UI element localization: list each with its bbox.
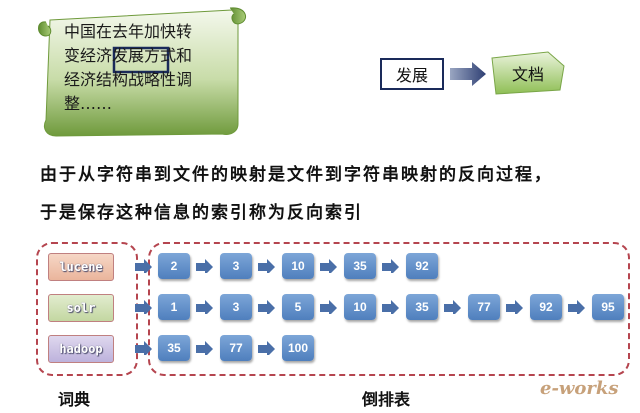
posting-arrow-icon xyxy=(196,341,213,355)
posting-doc-id: 35 xyxy=(406,294,438,320)
posting-arrow-icon xyxy=(196,300,213,314)
posting-doc-id: 3 xyxy=(220,294,252,320)
posting-doc-id: 5 xyxy=(282,294,314,320)
statement-line-2: 于是保存这种信息的索引称为反向索引 xyxy=(40,203,363,223)
posting-doc-id: 10 xyxy=(282,253,314,279)
posting-arrow-icon xyxy=(506,300,523,314)
posting-arrow-icon xyxy=(320,259,337,273)
term-solr: solr xyxy=(48,294,114,322)
term-arrow-icon xyxy=(135,300,152,314)
posting-doc-id: 35 xyxy=(158,335,190,361)
posting-arrow-icon xyxy=(382,300,399,314)
term-lucene: lucene xyxy=(48,253,114,281)
posting-arrow-icon xyxy=(320,300,337,314)
posting-doc-id: 3 xyxy=(220,253,252,279)
posting-doc-id: 35 xyxy=(344,253,376,279)
document-label: 文档 xyxy=(511,65,544,84)
posting-doc-id: 92 xyxy=(406,253,438,279)
posting-doc-id: 77 xyxy=(468,294,500,320)
posting-doc-id: 1 xyxy=(158,294,190,320)
posting-arrow-icon xyxy=(196,259,213,273)
scroll-text-line-2: 变经济发展方式和 xyxy=(64,46,193,65)
posting-arrow-icon xyxy=(258,300,275,314)
dictionary-label: 词典 xyxy=(58,390,91,409)
document-box-wendang xyxy=(491,51,565,95)
posting-doc-id: 92 xyxy=(530,294,562,320)
scroll-text-line-4: 整…… xyxy=(64,94,113,113)
flow-arrow-icon xyxy=(450,62,486,86)
posting-doc-id: 100 xyxy=(282,335,314,361)
posting-doc-id: 95 xyxy=(592,294,624,320)
watermark-text: e-works xyxy=(540,378,619,399)
posting-doc-id: 77 xyxy=(220,335,252,361)
posting-arrow-icon xyxy=(258,259,275,273)
scroll-graphic xyxy=(38,7,246,137)
watermark-logo: e-works xyxy=(540,378,619,399)
term-box-fazhan: 发展 xyxy=(380,58,444,90)
term-arrow-icon xyxy=(135,341,152,355)
posting-doc-id: 2 xyxy=(158,253,190,279)
posting-arrow-icon xyxy=(568,300,585,314)
term-arrow-icon xyxy=(135,259,152,273)
posting-arrow-icon xyxy=(258,341,275,355)
posting-arrow-icon xyxy=(444,300,461,314)
statement-line-1: 由于从字符串到文件的映射是文件到字符串映射的反向过程， xyxy=(40,165,553,185)
scroll-text-line-1: 中国在去年加快转 xyxy=(64,22,193,41)
posting-doc-id: 10 xyxy=(344,294,376,320)
scroll-text-line-3: 经济结构战略性调 xyxy=(64,70,193,89)
posting-list-label: 倒排表 xyxy=(362,390,411,409)
posting-arrow-icon xyxy=(382,259,399,273)
term-hadoop: hadoop xyxy=(48,335,114,363)
